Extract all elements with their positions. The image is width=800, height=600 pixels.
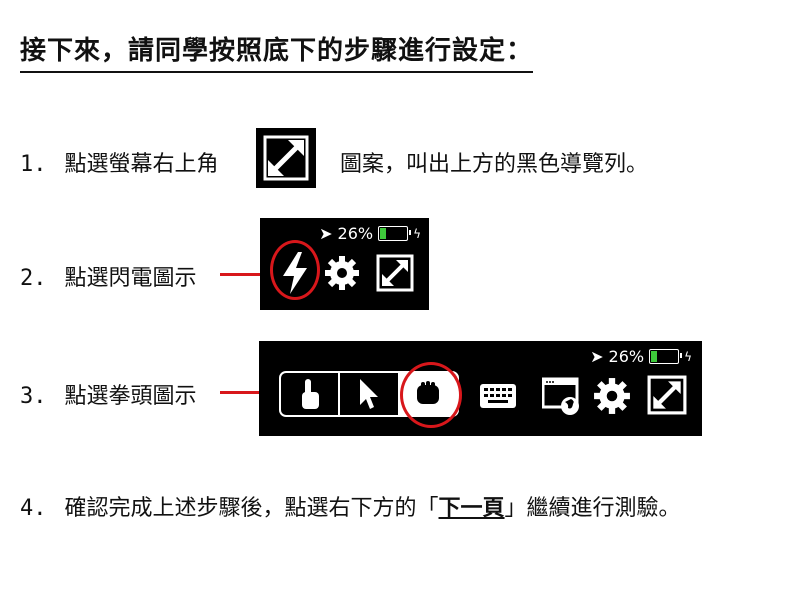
step-text: 點選閃電圖示	[64, 266, 197, 291]
pointing-hand-icon	[301, 379, 319, 409]
step-number: 2.	[20, 266, 47, 291]
fullscreen-icon[interactable]	[376, 254, 414, 292]
toolbar-panel-large: ➤ 26% ϟ	[259, 341, 702, 436]
step-text: 確認完成上述步驟後，點選右下方的「	[64, 496, 439, 521]
fullscreen-icon[interactable]	[647, 375, 687, 415]
battery-percent: 26%	[337, 224, 374, 243]
step-number: 4.	[20, 496, 47, 521]
browser-globe-icon[interactable]	[542, 376, 582, 416]
step-3: 3. 點選拳頭圖示	[20, 378, 197, 410]
highlight-circle	[270, 240, 320, 300]
step-text: 點選螢幕右上角	[64, 152, 219, 177]
step-text-end: 」繼續進行測驗。	[504, 496, 681, 521]
battery-percent: 26%	[608, 347, 645, 366]
touch-mode-button[interactable]	[281, 373, 341, 415]
gear-icon[interactable]	[324, 255, 360, 291]
next-page-label: 下一頁	[438, 496, 505, 521]
battery-icon	[649, 349, 683, 364]
step-number: 3.	[20, 384, 47, 409]
charging-icon: ϟ	[413, 226, 421, 241]
fullscreen-icon	[256, 128, 316, 188]
step-1: 1. 點選螢幕右上角	[20, 146, 219, 178]
step-1-continued: 圖案，叫出上方的黑色導覽列。	[340, 152, 649, 177]
page-title: 接下來，請同學按照底下的步驟進行設定：	[20, 30, 534, 73]
battery-icon	[378, 226, 412, 241]
step-text: 點選拳頭圖示	[64, 384, 197, 409]
charging-icon: ϟ	[684, 349, 692, 364]
step-2: 2. 點選閃電圖示	[20, 260, 197, 292]
keyboard-icon[interactable]	[479, 383, 517, 409]
step-number: 1.	[20, 152, 47, 177]
location-arrow-icon: ➤	[590, 347, 604, 366]
cursor-mode-button[interactable]	[340, 373, 400, 415]
cursor-arrow-icon	[359, 379, 378, 409]
status-bar: ➤ 26% ϟ	[319, 224, 421, 243]
gear-icon[interactable]	[593, 377, 631, 415]
location-arrow-icon: ➤	[319, 224, 333, 243]
pointer-line	[220, 273, 270, 276]
step-4: 4. 確認完成上述步驟後，點選右下方的「下一頁」繼續進行測驗。	[20, 490, 681, 522]
highlight-circle	[400, 362, 462, 428]
status-bar: ➤ 26% ϟ	[590, 347, 692, 366]
